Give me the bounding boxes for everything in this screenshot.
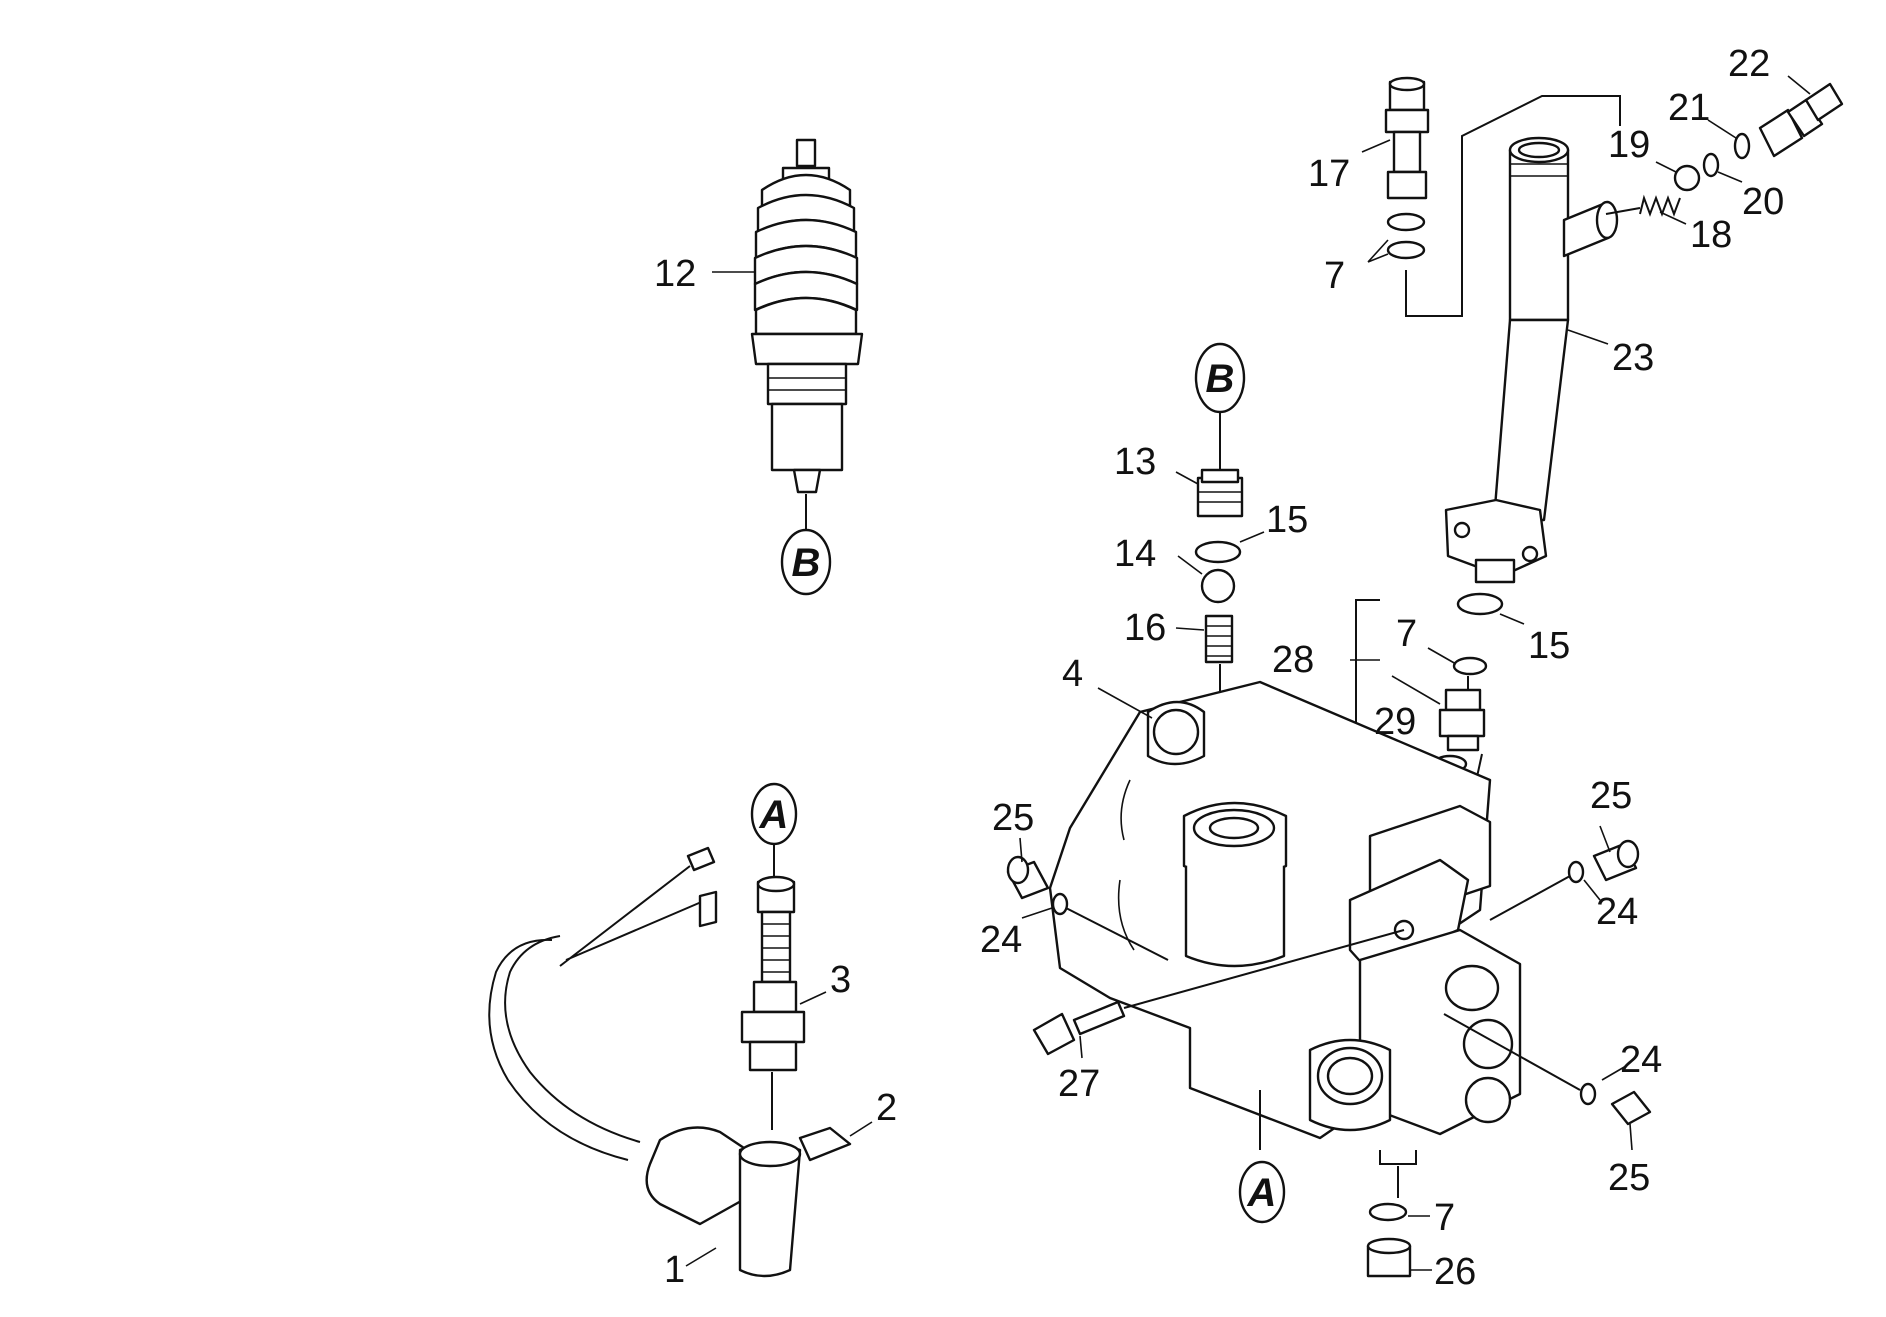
- part-1-pressure-switch: [488, 846, 852, 1278]
- label-7-bottom: 7: [1434, 1197, 1455, 1239]
- label-22: 22: [1728, 43, 1770, 85]
- part-20-oring: [1702, 152, 1720, 178]
- marker-b-top-text: B: [1206, 357, 1235, 401]
- label-23: 23: [1612, 337, 1654, 379]
- label-19: 19: [1608, 124, 1650, 166]
- part-16-spring: [1204, 614, 1234, 664]
- part-24-oring-right-bottom: [1579, 1082, 1597, 1106]
- label-24-right-top: 24: [1596, 891, 1638, 933]
- leader-line: [1443, 1013, 1581, 1091]
- label-17: 17: [1308, 153, 1350, 195]
- label-25-right-bottom: 25: [1608, 1157, 1650, 1199]
- part-21-oring: [1733, 132, 1751, 160]
- label-leaders: [685, 75, 1811, 1271]
- label-2: 2: [876, 1087, 897, 1129]
- label-1: 1: [664, 1249, 685, 1291]
- label-24-right-bottom: 24: [1620, 1039, 1662, 1081]
- leader-line: [1379, 1150, 1417, 1165]
- marker-b-bottom-text: B: [792, 541, 821, 585]
- marker-a-bottom: A: [1238, 1160, 1286, 1224]
- part-7-oring-top-1: [1386, 212, 1426, 232]
- label-25-left: 25: [992, 797, 1034, 839]
- part-22-connector: [1758, 82, 1844, 158]
- part-24-oring-left: [1051, 892, 1069, 916]
- marker-a-top-text: A: [759, 793, 789, 837]
- label-15-top: 15: [1266, 499, 1308, 541]
- label-7-mid: 7: [1396, 613, 1417, 655]
- part-12-accumulator: [750, 138, 864, 494]
- part-23-pressure-pipe: [1444, 136, 1619, 584]
- part-15-oring-top: [1194, 540, 1242, 564]
- leader-line: [1405, 95, 1621, 317]
- part-number-labels: 12 17 7 19 20 21 22 18 23 13 15 14 16 7 …: [654, 43, 1784, 1293]
- part-14-ball: [1200, 568, 1236, 604]
- leader-line: [1605, 207, 1641, 215]
- leader-line: [1123, 929, 1405, 1009]
- part-17-valve-insert: [1384, 76, 1430, 200]
- label-28: 28: [1272, 639, 1314, 681]
- marker-a-bottom-text: A: [1247, 1171, 1277, 1215]
- part-19-ball: [1673, 164, 1701, 192]
- label-15-right: 15: [1528, 625, 1570, 667]
- part-7-oring-mid: [1452, 656, 1488, 676]
- leader-line: [1489, 875, 1571, 921]
- part-7-oring-bottom: [1368, 1202, 1408, 1222]
- label-13: 13: [1114, 441, 1156, 483]
- marker-a-top: A: [750, 782, 798, 846]
- label-29: 29: [1374, 701, 1416, 743]
- label-20: 20: [1742, 181, 1784, 223]
- part-18-spring: [1639, 194, 1681, 217]
- label-7-top: 7: [1324, 255, 1345, 297]
- label-21: 21: [1668, 87, 1710, 129]
- label-27: 27: [1058, 1063, 1100, 1105]
- part-25-plug-right-top: [1592, 839, 1640, 882]
- label-4: 4: [1062, 653, 1083, 695]
- label-16: 16: [1124, 607, 1166, 649]
- label-25-right-top: 25: [1590, 775, 1632, 817]
- part-3-control-valve: [740, 875, 806, 1072]
- part-13-valve-nut: [1196, 468, 1244, 518]
- part-24-oring-right-top: [1567, 860, 1585, 884]
- part-15-oring-right: [1456, 592, 1504, 616]
- part-25-plug-left: [1006, 855, 1050, 900]
- part-25-plug-right-bottom: [1610, 1090, 1652, 1126]
- part-29-check-valve: [1438, 688, 1486, 752]
- label-12: 12: [654, 253, 696, 295]
- part-4-pump-head: [1048, 680, 1522, 1140]
- label-18: 18: [1690, 214, 1732, 256]
- marker-b-bottom: B: [780, 528, 832, 596]
- part-7-oring-top-2: [1386, 240, 1426, 260]
- part-26-plug: [1366, 1237, 1412, 1278]
- label-24-left: 24: [980, 919, 1022, 961]
- part-27-bolt: [1032, 1000, 1126, 1056]
- label-14: 14: [1114, 533, 1156, 575]
- leader-line: [1065, 907, 1169, 961]
- label-3: 3: [830, 959, 851, 1001]
- label-26: 26: [1434, 1251, 1476, 1293]
- marker-b-top: B: [1194, 342, 1246, 414]
